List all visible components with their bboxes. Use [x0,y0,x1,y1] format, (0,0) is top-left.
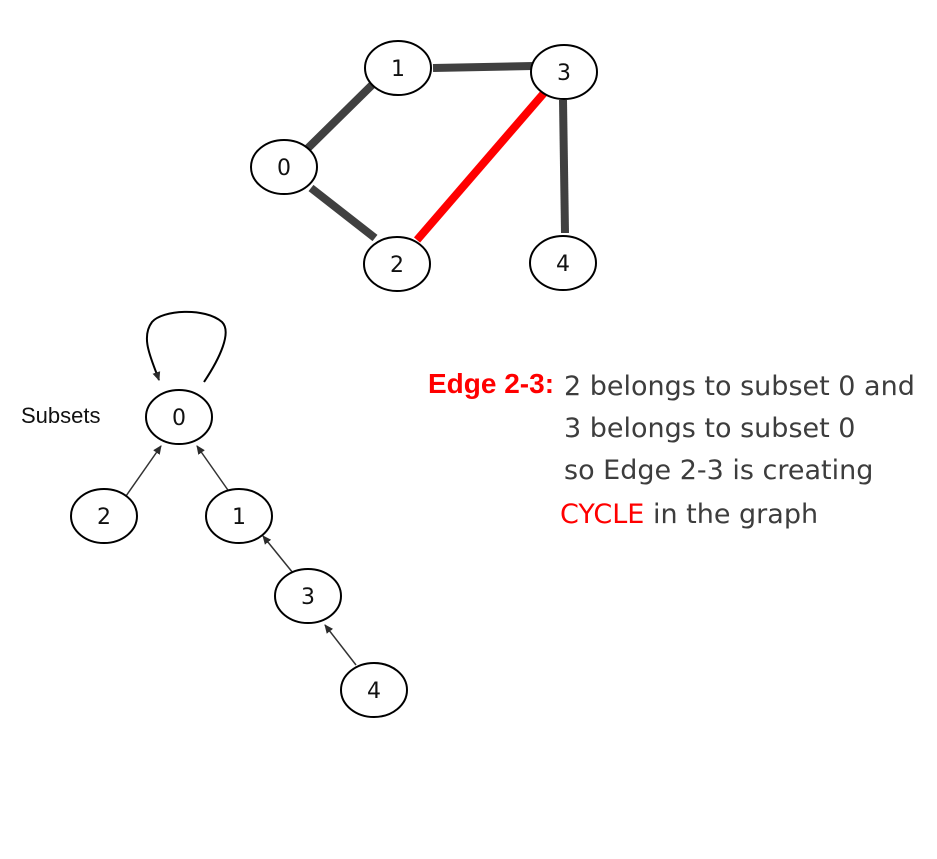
graph-node-3: 3 [530,44,598,100]
arrow-2-to-0 [125,445,162,497]
subset-node-3: 3 [274,568,342,624]
graph-node-1: 1 [364,40,432,96]
subset-node-0: 0 [145,389,213,445]
graph-node-1-label: 1 [391,57,405,82]
arrow-1-to-0 [196,445,231,494]
explanation-title: Edge 2-3: [428,368,555,399]
edge-0-1 [303,82,375,153]
edge-2-3 [413,90,548,243]
subsets-label: Subsets [21,403,101,428]
subset-node-3-label: 3 [301,585,315,610]
graph-node-0: 0 [250,139,318,195]
arrow-3-to-1 [262,535,294,574]
graph-node-0-label: 0 [277,156,291,181]
subset-node-2-label: 2 [97,505,111,530]
self-loop-arrow [145,310,227,383]
graph-node-2: 2 [363,236,431,292]
subset-node-0-label: 0 [172,406,186,431]
subset-node-2: 2 [70,488,138,544]
graph-node-4-label: 4 [556,252,570,277]
explanation-line-4-rest: in the graph [652,499,819,530]
graph-node-2-label: 2 [390,253,404,278]
arrow-4-to-3 [324,624,357,666]
subset-node-1-label: 1 [232,505,246,530]
cycle-word: CYCLE [560,499,645,530]
explanation-line-1: 2 belongs to subset 0 and [564,371,915,402]
explanation-line-3: so Edge 2-3 is creating [564,455,874,486]
subset-node-1: 1 [205,488,273,544]
subset-node-4-label: 4 [367,679,381,704]
graph-node-3-label: 3 [557,61,571,86]
explanation-line-2: 3 belongs to subset 0 [564,413,856,444]
graph-node-4: 4 [529,235,597,291]
explanation-line-4: CYCLE in the graph [560,494,818,536]
edge-1-3 [432,62,534,72]
edge-3-4 [559,99,569,234]
subset-node-4: 4 [340,662,408,718]
graph-edges [303,62,569,243]
edge-0-2 [308,184,378,242]
